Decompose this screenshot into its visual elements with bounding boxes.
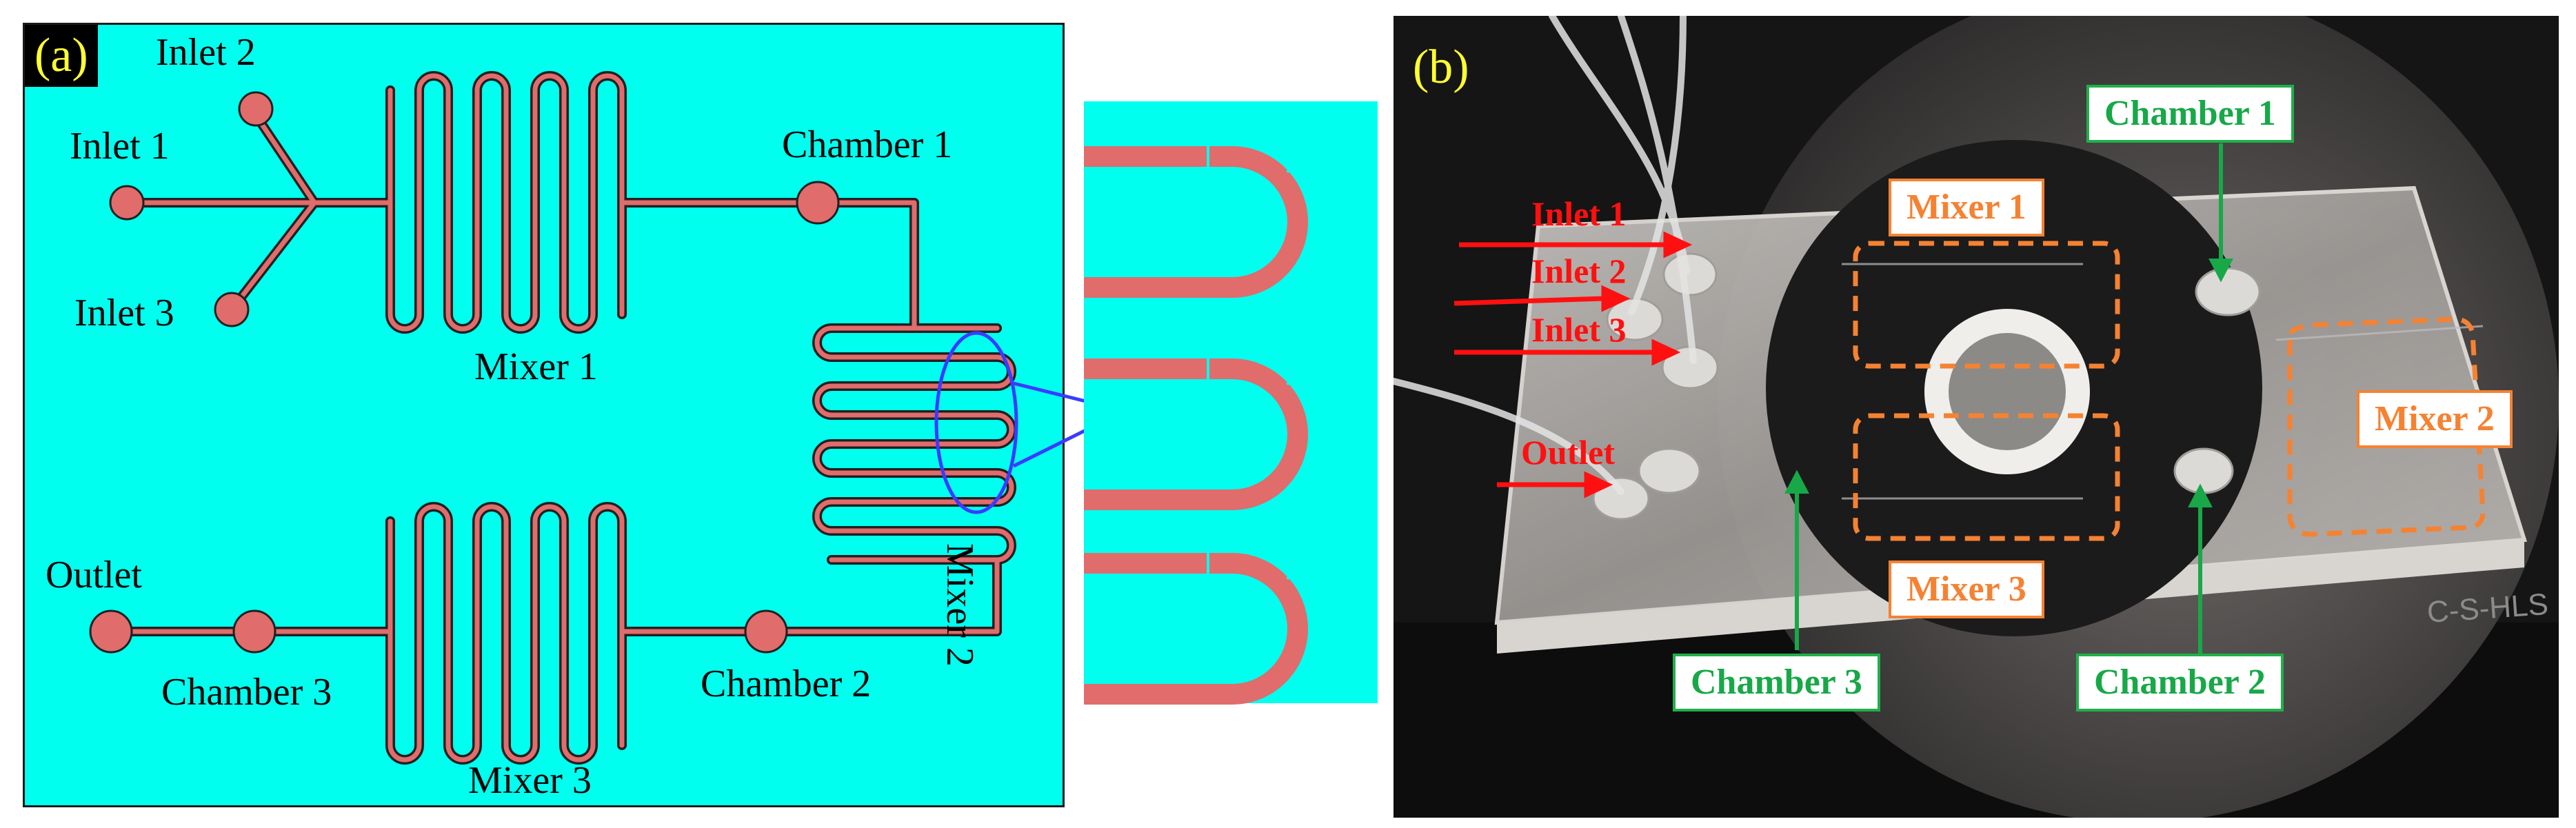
label-inlet1: Inlet 1	[70, 125, 170, 168]
panel-a-tag: (a)	[25, 25, 98, 87]
port-inlet2	[238, 91, 274, 127]
panel-b-tag: (b)	[1413, 41, 1469, 94]
label-chamber1: Chamber 1	[782, 123, 953, 166]
label-b-mixer2: Mixer 2	[2357, 390, 2513, 448]
zoom-inset-drawing	[1084, 145, 1308, 705]
label-b-chamber3: Chamber 3	[1673, 654, 1880, 711]
mixer3-dashed-box	[1853, 413, 2120, 541]
channel-chamber2-link	[617, 516, 692, 636]
panel-b-chip-photo: C-S-HLS (b) Inlet 1 Inlet 2 Inlet 3 Outl…	[1393, 16, 2559, 818]
channel-to-mixer1	[310, 85, 395, 208]
label-outlet: Outlet	[46, 554, 142, 596]
zoom-channel-bend-3	[1084, 553, 1308, 705]
mixer1-dashed-box	[1853, 241, 2120, 369]
label-b-inlet2: Inlet 2	[1531, 252, 1627, 290]
port-chamber2	[744, 609, 788, 654]
label-b-outlet: Outlet	[1521, 433, 1616, 472]
label-b-chamber1: Chamber 1	[2086, 85, 2294, 143]
label-mixer3: Mixer 3	[468, 759, 592, 802]
chip-design-drawing	[89, 71, 1130, 765]
mixer2-zoom-ellipse	[934, 331, 1018, 514]
label-b-inlet1: Inlet 1	[1531, 194, 1627, 233]
stage-text: C-S-HLS	[2426, 587, 2549, 629]
port-outlet	[89, 609, 133, 654]
port-inlet1	[109, 185, 145, 221]
label-inlet3: Inlet 3	[74, 292, 174, 334]
label-b-chamber2: Chamber 2	[2076, 654, 2284, 711]
port-chamber3	[232, 609, 276, 654]
mixer2-zoom-inset	[1084, 101, 1378, 705]
zoom-channel-bend-2	[1084, 359, 1308, 510]
zoom-channel-bend-1	[1084, 146, 1308, 298]
arrow-inlet2	[1453, 296, 1604, 306]
label-chamber2: Chamber 2	[701, 663, 872, 705]
port-chamber1	[796, 181, 840, 225]
label-b-mixer3: Mixer 3	[1889, 561, 2044, 618]
panel-a-chip-design: (a) Inlet 2 Inlet 1 Inlet 3 Mixer 1 Cham…	[23, 23, 1130, 807]
label-mixer1: Mixer 1	[474, 345, 598, 388]
label-chamber3: Chamber 3	[161, 671, 332, 714]
label-b-mixer1: Mixer 1	[1889, 179, 2044, 236]
port-inlet3	[214, 292, 250, 327]
label-b-inlet3: Inlet 3	[1531, 310, 1627, 349]
label-mixer2: Mixer 2	[938, 543, 981, 667]
label-inlet2: Inlet 2	[156, 31, 256, 74]
